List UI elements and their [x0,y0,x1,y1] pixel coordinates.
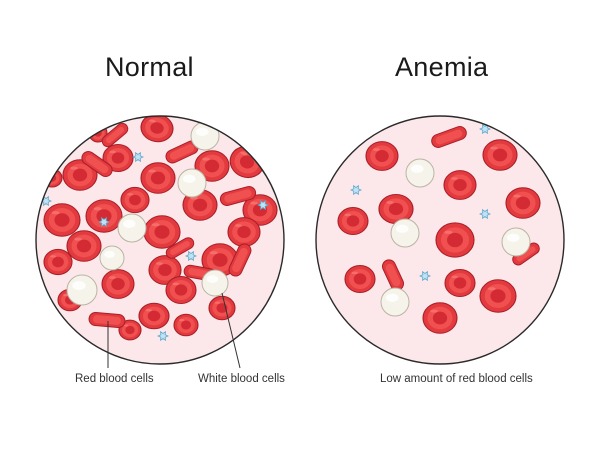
white-blood-cell [117,213,147,243]
red-blood-cell [138,302,170,330]
platelet-icon [419,270,431,282]
red-blood-cell [444,268,476,298]
red-blood-cell [43,203,81,237]
red-blood-cell [378,194,414,224]
white-blood-cell [501,227,531,257]
red-blood-cell [365,141,399,171]
platelet-icon [479,208,491,220]
platelet-icon [257,199,269,211]
platelet-icon [185,250,197,262]
normal-cells [40,116,278,342]
red-blood-cell [344,264,376,294]
red-blood-cell [443,170,477,200]
red-blood-cell [337,206,369,236]
platelet-icon [350,184,362,196]
red-blood-cells-label: Red blood cells [75,373,154,385]
red-blood-cell [435,222,475,258]
red-blood-cell-side [101,122,129,148]
platelet-icon [132,151,144,163]
white-blood-cell [390,218,420,248]
red-blood-cell [422,302,458,334]
anemia-panel-title: Anemia [395,52,489,82]
red-blood-cell-side [431,126,467,148]
red-blood-cell [479,279,517,313]
anemia-caption: Low amount of red blood cells [380,373,533,385]
red-blood-cell [120,186,150,214]
red-blood-cell-side [228,243,252,277]
red-blood-cell [227,217,261,247]
red-blood-cell [140,116,174,143]
white-blood-cells-pointer [221,292,241,369]
red-blood-cell-side [81,150,113,178]
white-blood-cell [177,168,207,198]
white-blood-cell [190,121,220,151]
red-blood-cell [101,269,135,299]
white-blood-cells-label: White blood cells [198,373,285,385]
red-blood-cell [85,199,123,233]
white-blood-cell [405,158,435,188]
red-blood-cell [187,116,223,121]
anemia-smear-outline [315,115,565,365]
platelet-icon [98,216,110,228]
normal-panel-title: Normal [105,52,194,82]
red-blood-cell [43,248,73,276]
red-blood-cell [148,255,182,285]
red-blood-cell-side [165,237,195,259]
red-blood-cell-side [88,311,126,329]
red-blood-cell [140,162,176,194]
white-blood-cell [66,274,98,306]
red-blood-cell [208,295,236,321]
white-blood-cell [380,287,410,317]
anemia-cells [337,123,541,334]
red-blood-cell-side [219,186,257,206]
red-blood-cell [62,159,98,191]
red-blood-cell [118,319,142,341]
red-blood-cell [194,150,230,182]
red-blood-cell [102,143,134,173]
red-blood-cell [165,275,197,305]
red-blood-cell [173,313,199,337]
white-blood-cell [99,245,125,271]
red-blood-cell [143,215,181,249]
red-blood-cell [482,139,518,171]
platelet-icon [157,330,169,342]
red-blood-cell [505,187,541,219]
red-blood-cell [66,230,102,262]
white-blood-cell [201,269,229,297]
normal-smear-outline [35,115,285,365]
